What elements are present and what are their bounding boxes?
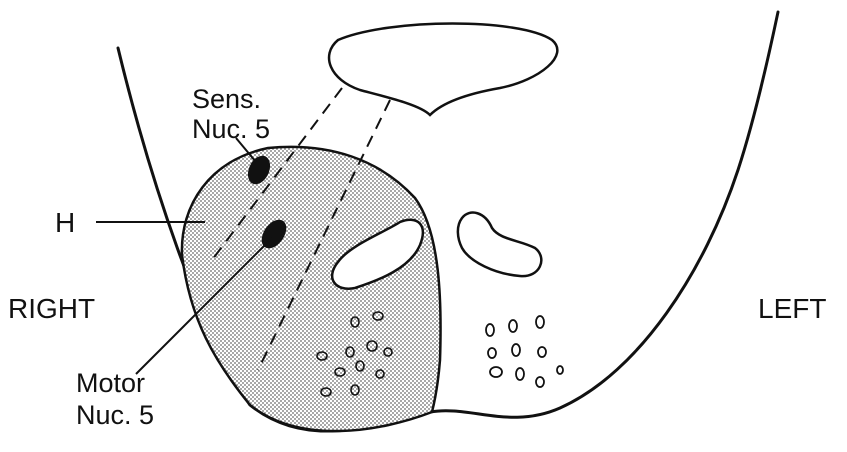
label-motor-line2: Nuc. 5 — [76, 400, 154, 430]
inferior-olive-left — [458, 213, 541, 277]
label-sens-line2: Nuc. 5 — [192, 114, 270, 144]
label-motor-line1: Motor — [76, 368, 145, 398]
fourth-ventricle — [329, 24, 557, 116]
label-right: RIGHT — [8, 293, 95, 324]
rootlets-left — [486, 316, 563, 387]
label-h: H — [55, 207, 75, 238]
label-sens-line1: Sens. — [192, 84, 261, 114]
label-left: LEFT — [758, 293, 826, 324]
